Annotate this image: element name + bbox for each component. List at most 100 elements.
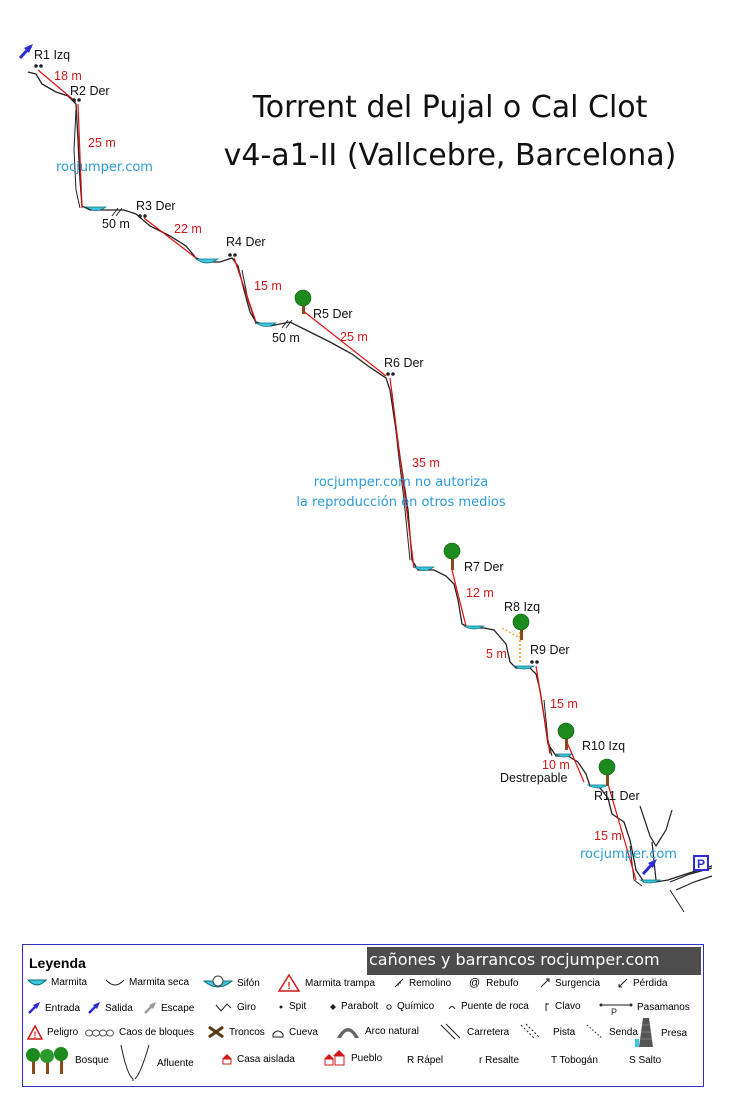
tree-icon — [294, 289, 312, 314]
anchor-bolts-icon — [138, 214, 147, 218]
brand-banner: cañones y barrancos rocjumper.com — [367, 947, 701, 975]
legend-label: Marmita — [51, 977, 88, 988]
legend-item-puente-roca: Puente de roca — [447, 1001, 529, 1012]
canyon-topo-diagram: P R1 Izq R2 Der R3 Der R4 Der R5 Der R6 … — [18, 44, 713, 913]
legend-item-carretera: Carretera — [439, 1023, 509, 1041]
legend-label: Pueblo — [351, 1052, 383, 1064]
pool-icon — [412, 566, 436, 571]
loss-icon — [618, 978, 628, 988]
page-subtitle: v4-a1-II (Vallcebre, Barcelona) — [223, 138, 677, 173]
legend-label: Escape — [161, 1002, 195, 1014]
legend-item-rapel: R Rápel — [407, 1055, 443, 1066]
cave-icon — [272, 1030, 284, 1037]
legend-label: Puente de roca — [461, 1001, 529, 1012]
rope-r8-handline — [501, 627, 521, 639]
anchor-label: R6 Der — [384, 356, 424, 370]
danger-icon: ! — [27, 1025, 43, 1040]
turn-icon — [215, 1003, 232, 1012]
legend-item-sifon: Sifón — [203, 975, 260, 991]
exit-arrow-icon — [88, 1002, 100, 1014]
legend-item-surgencia: Surgencia — [539, 977, 600, 989]
legend-item-peligro: ! Peligro — [27, 1025, 78, 1040]
rope-r1 — [37, 69, 77, 103]
rappel-ropes — [37, 69, 637, 881]
spring-icon — [540, 978, 550, 988]
legend-item-remolino: Remolino — [393, 977, 451, 989]
exit-road — [669, 867, 713, 891]
legend-label: Giro — [237, 1001, 256, 1013]
legend-label: S Salto — [629, 1055, 662, 1066]
legend-label: Sifón — [237, 977, 260, 989]
anchor-label: R1 Izq — [34, 48, 70, 62]
legend-label: T Tobogán — [551, 1055, 598, 1066]
path-icon — [586, 1024, 604, 1040]
house-icon — [222, 1054, 232, 1065]
legend-label: Remolino — [409, 977, 452, 989]
legend-item-caos-bloques: Caos de bloques — [85, 1027, 194, 1038]
legend-label: Marmita trampa — [305, 977, 376, 989]
anchor-label: R11 Der — [594, 789, 640, 803]
canyon-profile-line — [27, 71, 713, 883]
watermark-top: rocjumper.com — [56, 160, 153, 175]
drop-label: 18 m — [54, 69, 82, 83]
parking-sign-icon — [693, 855, 709, 871]
pool-icon — [512, 665, 536, 670]
legend-item-arco: Arco natural — [335, 1023, 419, 1039]
rope-r4 — [233, 257, 257, 323]
pool-icon — [254, 322, 278, 327]
distance-breaks — [111, 207, 293, 329]
entry-arrow-icon — [28, 1002, 40, 1014]
legend-label: R Rápel — [407, 1055, 444, 1066]
legend-item-escape: Escape — [143, 1001, 194, 1015]
distance-labels: 50 m 50 m — [102, 217, 300, 345]
drop-label: 15 m — [550, 697, 578, 711]
legend-item-spit: Spit — [277, 1001, 306, 1012]
legend-item-clavo: Clavo — [543, 1001, 581, 1012]
parabolt-icon — [330, 1003, 336, 1010]
drop-label: 22 m — [174, 222, 202, 236]
rope-r6 — [389, 377, 415, 569]
rope-r2 — [77, 103, 83, 209]
pools — [84, 206, 662, 884]
legend-label: Cueva — [289, 1027, 318, 1038]
legend-item-quimico: Químico — [385, 1001, 434, 1012]
legend-label: Bosque — [75, 1054, 109, 1066]
rock-bridge-icon — [448, 1005, 456, 1009]
logs-icon — [208, 1025, 224, 1039]
drop-label: 25 m — [340, 330, 368, 344]
legend-label: Parabolt — [341, 1001, 379, 1012]
page-title: Torrent del Pujal o Cal Clot — [252, 90, 648, 125]
legend-title: Leyenda — [29, 955, 86, 971]
anchor-bolts-icon — [72, 98, 81, 102]
legend-label: Marmita seca — [129, 977, 190, 988]
rebufo-icon: @ — [469, 977, 481, 989]
dam-icon — [635, 1018, 653, 1047]
rope-r11 — [607, 783, 637, 881]
spit-icon — [279, 1005, 283, 1008]
siphon-icon — [203, 975, 233, 988]
legend-item-salto: S Salto — [629, 1055, 661, 1066]
legend-label: Caos de bloques — [119, 1027, 195, 1038]
legend-item-marmita-trampa: ! Marmita trampa — [277, 973, 375, 993]
pool-icon — [586, 784, 610, 789]
legend-label: Clavo — [555, 1001, 581, 1012]
dry-pool-icon — [105, 979, 125, 985]
anchor-label: R10 Izq — [582, 739, 625, 753]
legend-label: Afluente — [157, 1057, 194, 1069]
anchor-label: R7 Der — [464, 560, 504, 574]
drop-label: 5 m — [486, 647, 507, 661]
drop-label: 10 m — [542, 758, 570, 772]
legend-label: r Resalte — [479, 1055, 520, 1066]
tree-icon — [598, 758, 616, 786]
watermark-mid-1: rocjumper.com no autoriza — [313, 475, 489, 490]
legend-label: Pérdida — [633, 977, 668, 989]
legend-item-tobogan: T Tobogán — [551, 1055, 598, 1066]
anchors — [34, 64, 539, 664]
legend-label: Senda — [609, 1026, 638, 1038]
legend-label: Troncos — [229, 1026, 265, 1038]
whirlpool-icon — [394, 978, 404, 988]
rope-r9 — [535, 665, 551, 755]
pool-icon — [194, 258, 220, 264]
village-icon — [324, 1050, 345, 1066]
legend-item-cueva: Cueva — [271, 1027, 318, 1038]
